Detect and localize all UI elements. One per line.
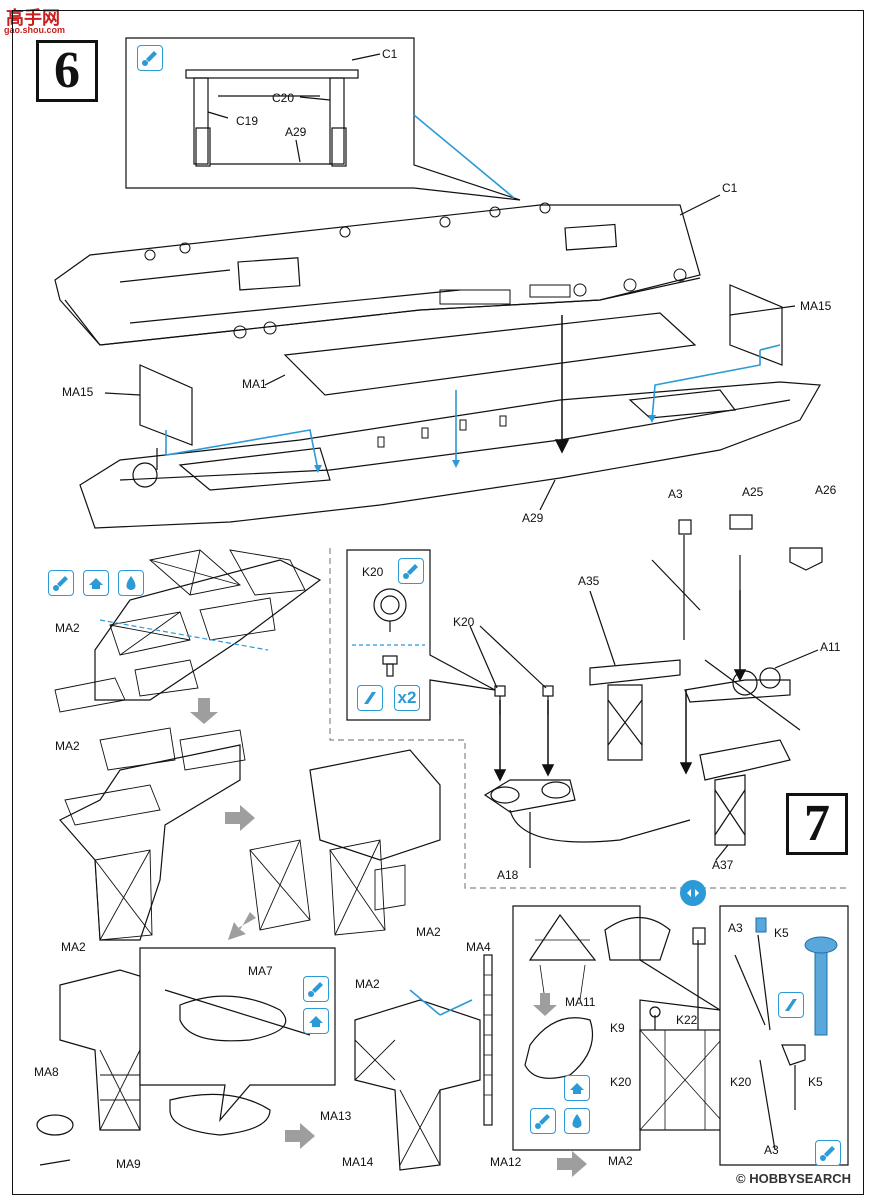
- part-label-ma2-e: MA2: [355, 977, 380, 991]
- part-label-k20-left: K20: [610, 1075, 632, 1089]
- part-label-a3-r2: A3: [764, 1143, 779, 1157]
- part-label-c1-inset: C1: [382, 47, 398, 61]
- watermark-sub: gao.shou.com: [4, 25, 66, 35]
- water-icon: [564, 1108, 590, 1134]
- footer-watermark: © HOBBYSEARCH: [736, 1171, 852, 1186]
- part-label-ma13: MA13: [320, 1109, 352, 1123]
- part-label-ma2-c: MA2: [416, 925, 441, 939]
- part-label-a11: A11: [820, 640, 841, 654]
- glue-icon: [530, 1108, 556, 1134]
- quantity-badge: x2: [394, 685, 420, 711]
- step-7-number: 7: [786, 793, 848, 855]
- part-label-k20-inset: K20: [362, 565, 384, 579]
- glue-icon: [815, 1140, 841, 1166]
- part-label-ma4: MA4: [466, 940, 491, 954]
- part-label-k20: K20: [453, 615, 475, 629]
- part-label-a18: A18: [497, 868, 519, 882]
- part-label-k20-right: K20: [730, 1075, 752, 1089]
- part-label-c19: C19: [236, 114, 259, 128]
- part-label-ma2-f: MA2: [608, 1154, 633, 1168]
- part-label-c20: C20: [272, 91, 295, 105]
- part-label-ma1: MA1: [242, 377, 267, 391]
- part-label-a35: A35: [578, 574, 600, 588]
- part-label-c1: C1: [722, 181, 738, 195]
- paint-icon: [778, 992, 804, 1018]
- paint-icon: [357, 685, 383, 711]
- bend-icon: [83, 570, 109, 596]
- step-6-number: 6: [36, 40, 98, 102]
- part-label-ma2-d: MA2: [61, 940, 86, 954]
- part-label-a29: A29: [522, 511, 544, 525]
- part-label-ma14: MA14: [342, 1155, 374, 1169]
- part-label-k5-b: K5: [808, 1075, 823, 1089]
- glue-icon: [48, 570, 74, 596]
- glue-icon: [137, 45, 163, 71]
- instruction-page-frame: [12, 10, 864, 1195]
- part-label-ma9: MA9: [116, 1157, 141, 1171]
- part-label-a37: A37: [712, 858, 734, 872]
- part-label-k5-a: K5: [774, 926, 789, 940]
- part-label-ma2-a: MA2: [55, 621, 80, 635]
- option-icon: [680, 880, 706, 906]
- part-label-ma2-b: MA2: [55, 739, 80, 753]
- part-label-k9: K9: [610, 1021, 625, 1035]
- part-label-ma11: MA11: [565, 995, 596, 1009]
- part-label-ma15-right: MA15: [800, 299, 832, 313]
- part-label-ma15-left: MA15: [62, 385, 94, 399]
- watermark-title: 高手网: [6, 8, 60, 28]
- part-label-a3-r1: A3: [728, 921, 743, 935]
- glue-icon: [303, 976, 329, 1002]
- part-label-a26: A26: [815, 483, 837, 497]
- part-label-a25: A25: [742, 485, 764, 499]
- part-label-ma12: MA12: [490, 1155, 522, 1169]
- part-label-k22: K22: [676, 1013, 698, 1027]
- part-label-ma8: MA8: [34, 1065, 59, 1079]
- part-label-a29-inset: A29: [285, 125, 307, 139]
- water-icon: [118, 570, 144, 596]
- part-label-ma7: MA7: [248, 964, 273, 978]
- part-label-a3-top: A3: [668, 487, 683, 501]
- bend-icon: [303, 1008, 329, 1034]
- bend-icon: [564, 1075, 590, 1101]
- glue-icon: [398, 558, 424, 584]
